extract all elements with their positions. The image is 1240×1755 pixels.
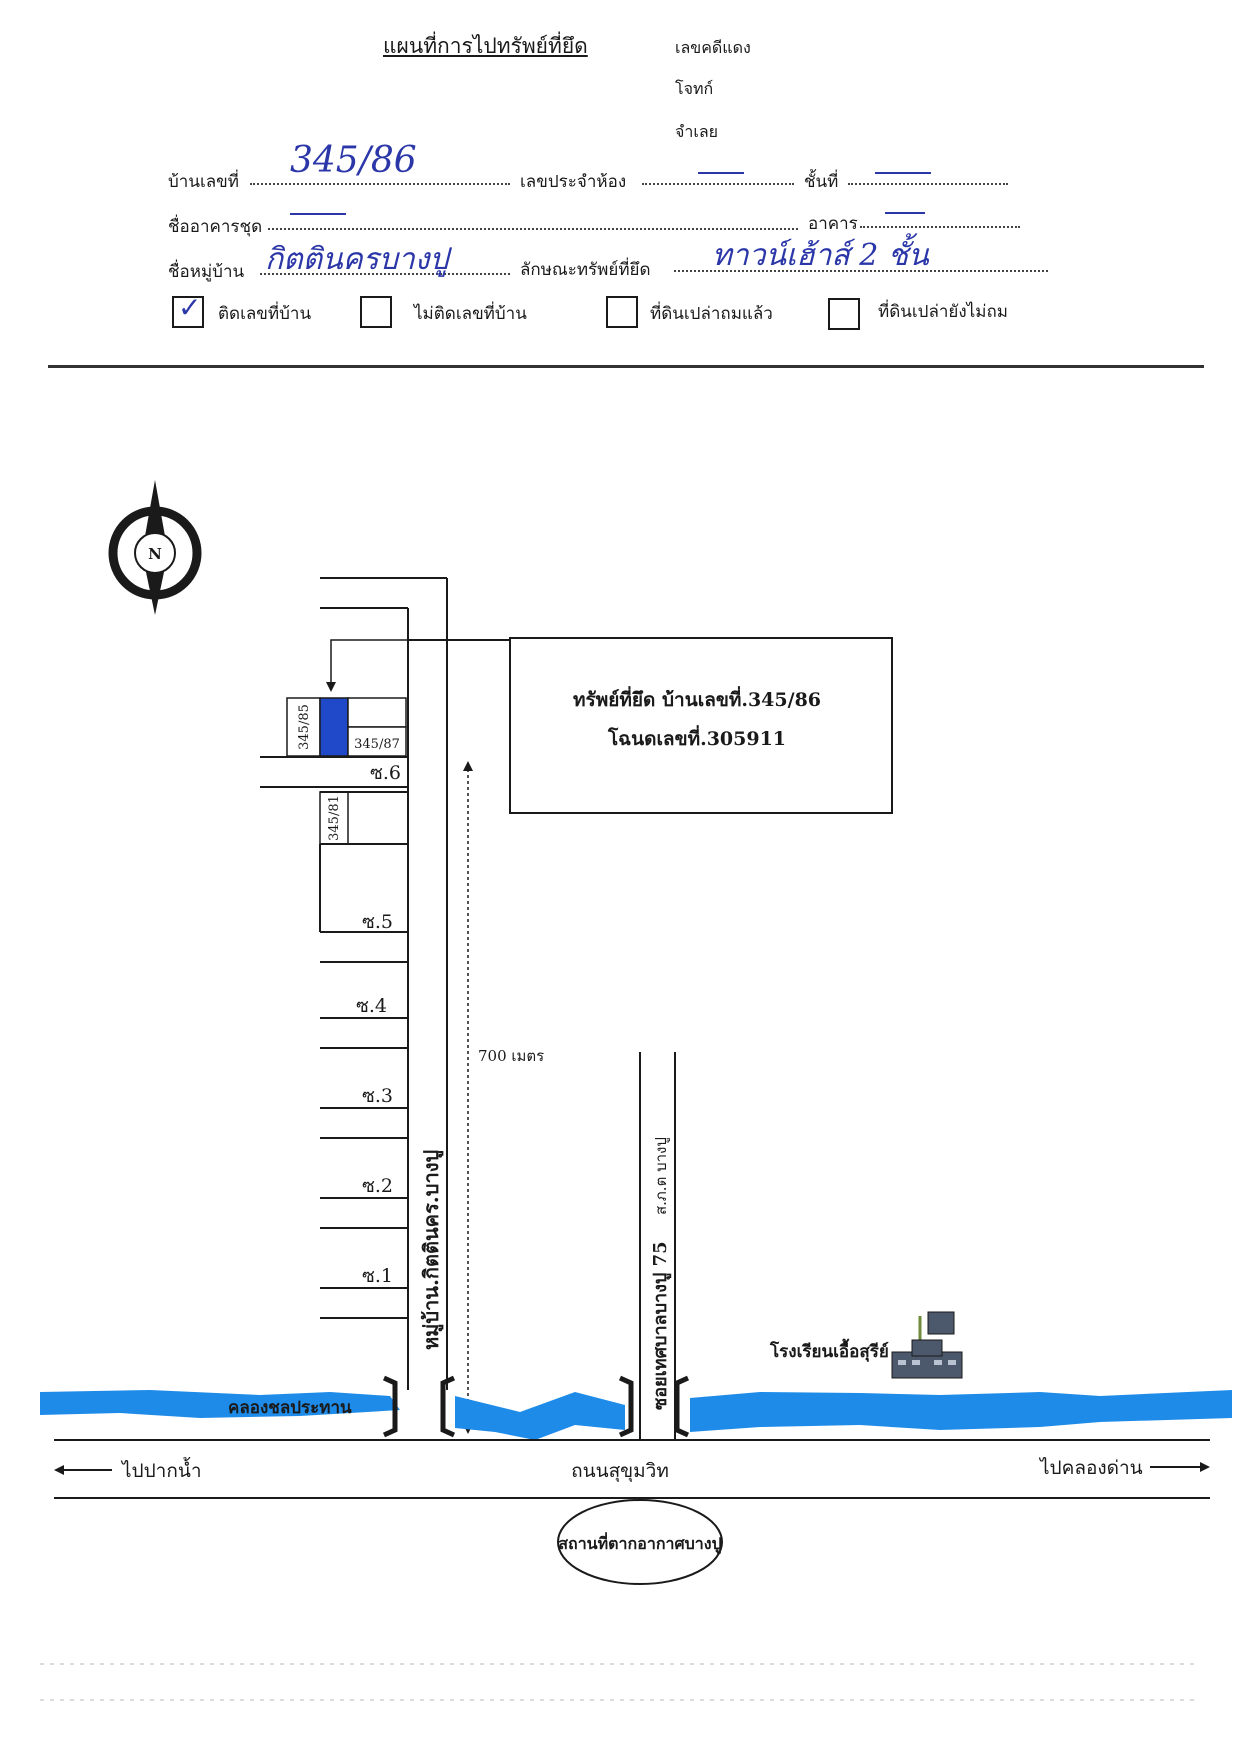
floor-label: ชั้นที่ [804,172,839,192]
village-label: ชื่อหมู่บ้าน [168,262,245,282]
target-house [319,697,349,757]
checkbox-house-number-not-posted[interactable] [360,296,392,328]
property-box-line2: โฉนดเลขที่.305911 [607,725,786,750]
plot-345-81: 345/81 [319,791,349,845]
village-road-label: หมู่บ้าน.กิตตินคร.บางปู [419,1150,445,1350]
checkbox-land-not-filled[interactable] [828,298,860,330]
floor-dash [875,172,931,174]
checkbox-house-number-posted[interactable]: ✓ [172,291,204,328]
village-dots [260,273,510,275]
room-number-label: เลขประจำห้อง [520,172,627,192]
property-box [509,637,893,814]
canal-right [690,1390,1232,1432]
soi-blocks [319,791,409,1380]
building-dash [885,212,925,214]
soi-4-label: ซ.4 [356,995,387,1017]
defendant-label: จำเลย [675,122,719,141]
canal-left [40,1390,400,1418]
left-direction-label: ไปปากน้ำ [120,1457,202,1482]
checkbox-land-filled[interactable] [606,296,638,328]
checkbox-label-house-number-not-posted: ไม่ติดเลขที่บ้าน [414,304,527,324]
form-title: แผนที่การไปทรัพย์ที่ยึด [383,34,588,58]
right-direction-label: ไปคลองด่าน [1038,1457,1143,1479]
plot-345-81-label: 345/81 [327,795,342,841]
school-icon [891,1311,963,1379]
soi-road-sub-label: ส.ภ.ต บางปู [652,1137,670,1215]
plot-345-87: 345/87 [347,697,407,757]
station-ellipse [557,1499,723,1585]
checkmark-icon: ✓ [178,291,202,324]
soi-road-label: ซอยเทศบาลบางปู 75 [650,1241,672,1410]
soi-1-label: ซ.1 [362,1265,393,1287]
soi-2-label: ซ.2 [362,1175,393,1197]
plaintiff-label: โจทก์ [675,79,714,98]
house-number-value: 345/86 [290,140,417,181]
property-box-line1: ทรัพย์ที่ยึด บ้านเลขที่.345/86 [573,686,821,711]
property-type-value: ทาวน์เฮ้าส์ 2 ชั้น [712,238,929,273]
target-arrow [326,639,408,692]
house-number-label: บ้านเลขที่ [168,172,240,192]
house-number-dots [250,183,510,185]
condo-name-dots [268,228,798,230]
station-label: สถานที่ตากอากาศบางปู [558,1532,722,1555]
compass-n-label: N [148,545,162,563]
building-label: อาคาร [808,214,858,234]
canal-center [455,1392,625,1440]
property-type-dots [674,270,1048,272]
checkbox-label-house-number-posted: ติดเลขที่บ้าน [218,304,312,324]
bridge-brackets [382,1375,690,1438]
condo-name-label: ชื่ออาคารชุด [168,217,263,237]
floor-dots [848,183,1008,185]
plot-345-85-label: 345/85 [297,704,312,750]
canal-label: คลองชลประทาน [228,1398,352,1418]
checkbox-label-land-not-filled: ที่ดินเปล่ายังไม่ถม [878,302,1008,322]
soi-6-label: ซ.6 [370,762,401,784]
case-number-label: เลขคดีแดง [675,38,751,57]
soi-5-label: ซ.5 [362,911,393,933]
checkbox-label-land-filled: ที่ดินเปล่าถมแล้ว [650,304,773,324]
header-divider [48,365,1204,368]
north-compass-icon: N [108,480,202,615]
room-number-dash [698,172,744,174]
school-label: โรงเรียนเอื้อสุรีย์ [769,1338,889,1362]
condo-name-dash [290,213,346,215]
room-number-dots [642,183,794,185]
plot-345-85: 345/85 [286,697,321,757]
distance-label: 700 เมตร [478,1047,544,1065]
village-value: กิตตินครบางปู [265,242,449,277]
plot-345-87-label: 345/87 [354,737,400,752]
property-type-label: ลักษณะทรัพย์ที่ยึด [520,260,651,280]
building-dots [860,226,1020,228]
main-road-label: ถนนสุขุมวิท [571,1460,669,1483]
soi-3-label: ซ.3 [362,1085,393,1107]
